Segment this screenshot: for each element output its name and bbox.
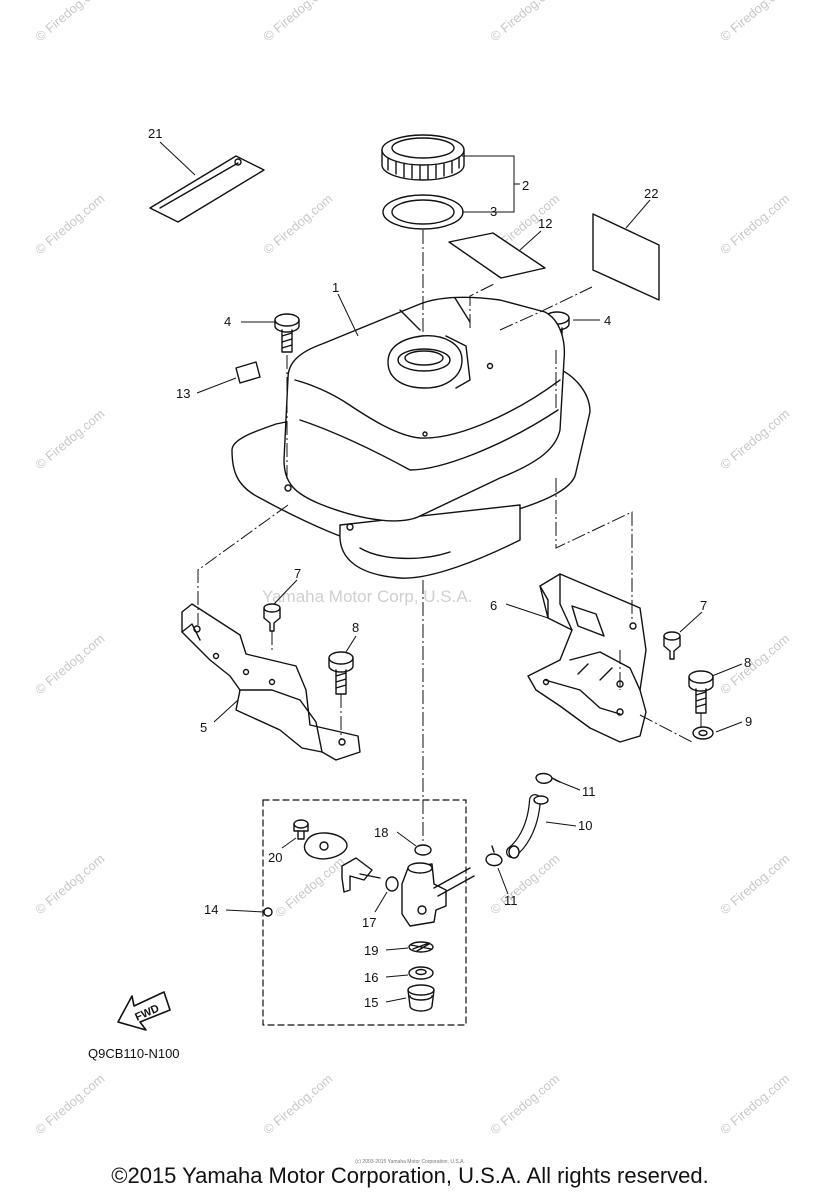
callout-8-right: 8 (744, 655, 751, 670)
part-12-label[interactable] (448, 232, 546, 279)
part-15-sediment-cup[interactable] (407, 984, 435, 1012)
watermark: © Firedog.com (32, 851, 107, 917)
part-7-grommet-right[interactable] (663, 631, 681, 660)
callout-11-bottom: 11 (504, 893, 518, 908)
part-11-hose-clip-top[interactable] (535, 772, 561, 784)
callout-13: 13 (176, 386, 190, 401)
callout-9: 9 (745, 714, 752, 729)
center-watermark: Yamaha Motor Corp, U.S.A. (262, 587, 472, 606)
part-10-fuel-hose[interactable] (506, 794, 549, 859)
part-18-gasket[interactable] (414, 844, 432, 856)
callout-20: 20 (268, 850, 282, 865)
watermark: © Firedog.com (32, 406, 107, 472)
part-19-filter-screen[interactable] (408, 941, 434, 953)
watermark: © Firedog.com (717, 406, 792, 472)
callout-11-top: 11 (582, 784, 596, 799)
part-22-label[interactable] (592, 213, 660, 301)
watermark: © Firedog.com (272, 854, 347, 920)
watermark: © Firedog.com (487, 1071, 562, 1137)
part-17-oring[interactable] (385, 876, 399, 892)
part-6-right-bracket[interactable] (527, 573, 647, 743)
watermark: © Firedog.com (717, 851, 792, 917)
watermark: © Firedog.com (260, 191, 335, 257)
callout-16: 16 (364, 970, 378, 985)
callout-7-left: 7 (294, 566, 301, 581)
part-20-screw[interactable] (293, 819, 309, 840)
watermark: © Firedog.com (32, 1071, 107, 1137)
fwd-arrow-icon (117, 991, 171, 1031)
part-7-grommet-left[interactable] (263, 603, 281, 632)
copyright-small: (c) 2003-2015 Yamaha Motor Corporation, … (355, 1159, 465, 1165)
part-1-fuel-tank[interactable] (231, 296, 591, 579)
part-8-bolt-left[interactable] (328, 651, 354, 695)
callout-4-right: 4 (604, 313, 611, 328)
callout-19: 19 (364, 943, 378, 958)
callout-2: 2 (522, 178, 529, 193)
watermark: © Firedog.com (717, 631, 792, 697)
fuel-cock-body[interactable] (401, 862, 475, 927)
part-9-washer[interactable] (692, 726, 714, 740)
callout-12: 12 (538, 216, 552, 231)
callout-17: 17 (362, 915, 376, 930)
watermark: © Firedog.com (487, 0, 562, 44)
callout-3: 3 (490, 204, 497, 219)
part-4-bolt-left[interactable] (274, 313, 300, 353)
part-11-hose-clip-bottom[interactable] (485, 845, 503, 867)
watermark: © Firedog.com (717, 0, 792, 44)
watermark: © Firedog.com (32, 631, 107, 697)
watermark: © Firedog.com (32, 0, 107, 44)
watermark: © Firedog.com (717, 191, 792, 257)
callout-14: 14 (204, 902, 218, 917)
watermark: © Firedog.com (717, 1071, 792, 1137)
part-13-small-label[interactable] (235, 361, 261, 384)
part-8-bolt-right[interactable] (688, 670, 714, 714)
callout-18: 18 (374, 825, 388, 840)
fuel-cock-plate[interactable] (303, 832, 348, 860)
watermark: © Firedog.com (260, 0, 335, 44)
part-16-washer[interactable] (408, 966, 434, 980)
fuel-cock-assembly-box (262, 799, 467, 1026)
callout-7-right: 7 (700, 598, 707, 613)
part-3-cap-gasket[interactable] (382, 194, 464, 230)
part-21-label-strip[interactable] (149, 155, 265, 223)
callout-6: 6 (490, 598, 497, 613)
leader-lines (159, 141, 743, 1003)
callout-15: 15 (364, 995, 378, 1010)
callout-5: 5 (200, 720, 207, 735)
watermark: © Firedog.com (32, 191, 107, 257)
part-5-left-bracket[interactable] (181, 603, 361, 761)
callout-21: 21 (148, 126, 162, 141)
reference-lines (197, 230, 702, 842)
callout-4-left: 4 (224, 314, 231, 329)
callout-1: 1 (332, 280, 339, 295)
fuel-cock-lever[interactable] (341, 857, 381, 893)
copyright-notice: ©2015 Yamaha Motor Corporation, U.S.A. A… (111, 1163, 709, 1188)
callout-22: 22 (644, 186, 658, 201)
part-2-fuel-cap[interactable] (381, 134, 465, 181)
part-14-oring[interactable] (263, 907, 273, 917)
callout-10: 10 (578, 818, 592, 833)
callout-labels: 21 2 3 12 22 1 4 4 13 7 8 5 6 7 8 9 11 1… (148, 126, 752, 1010)
callout-8-left: 8 (352, 620, 359, 635)
watermark: © Firedog.com (260, 1071, 335, 1137)
diagram-code: Q9CB110-N100 (88, 1046, 180, 1061)
